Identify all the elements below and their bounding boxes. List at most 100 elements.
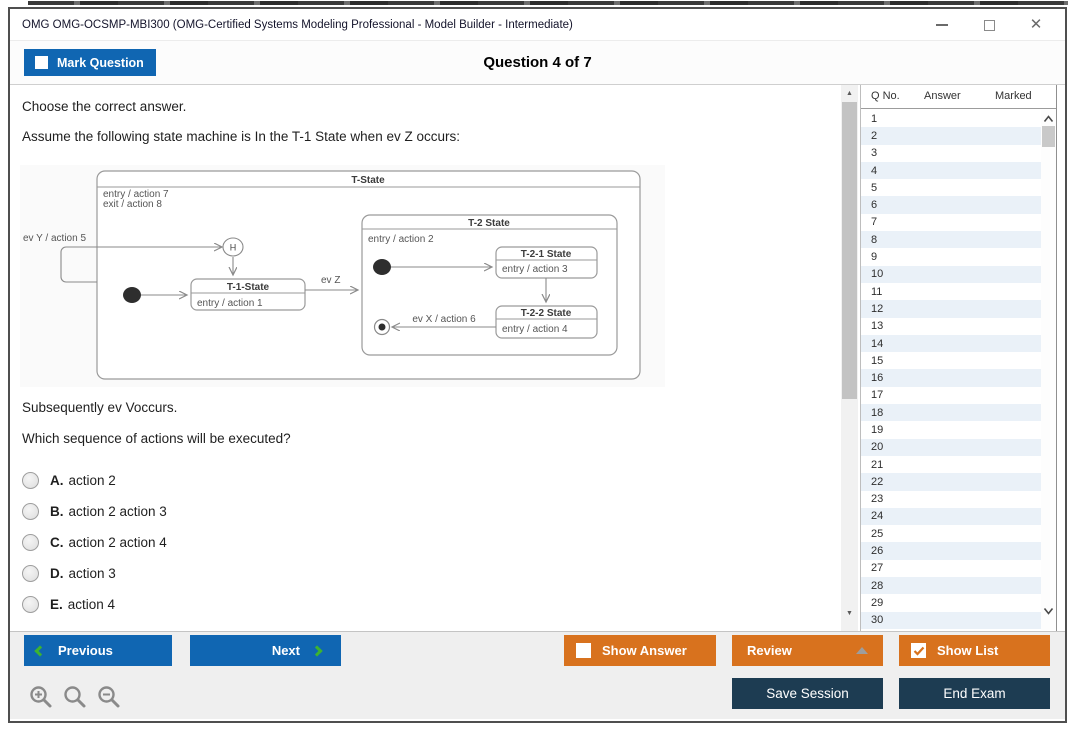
window-controls: ✕ — [935, 9, 1043, 41]
question-counter: Question 4 of 7 — [483, 54, 592, 71]
option-d-text: action 3 — [68, 565, 116, 581]
option-c-radio[interactable] — [22, 533, 39, 551]
history-state — [222, 237, 244, 257]
t2-state-entry: entry / action 2 — [368, 234, 434, 245]
state-machine-svg: T-State entry / action 7 exit / action 8… — [23, 170, 641, 380]
previous-button[interactable]: Previous — [24, 635, 172, 666]
list-scroll-down-icon[interactable] — [1041, 604, 1056, 618]
question-row-1[interactable]: 1 — [871, 112, 878, 125]
t1-state-box — [190, 278, 306, 311]
option-c-letter: C. — [50, 534, 64, 550]
mark-question-checkbox[interactable] — [35, 56, 48, 69]
question-row-21[interactable]: 21 — [871, 458, 884, 471]
question-row-5[interactable]: 5 — [871, 181, 878, 194]
option-b-radio[interactable] — [22, 502, 39, 520]
maximize-icon[interactable] — [982, 18, 996, 32]
ev-y-label: ev Y / action 5 — [23, 233, 86, 244]
option-a-radio[interactable] — [22, 471, 39, 489]
question-row-23[interactable]: 23 — [871, 493, 884, 506]
t21-state-entry: entry / action 3 — [502, 264, 568, 275]
question-row-13[interactable]: 13 — [871, 320, 884, 333]
content-scrollbar[interactable]: ▲ ▼ — [841, 85, 858, 631]
question-row-12[interactable]: 12 — [861, 300, 1041, 318]
next-button[interactable]: Next — [190, 635, 341, 666]
mark-question-button[interactable]: Mark Question — [24, 49, 156, 76]
question-row-8[interactable]: 8 — [861, 231, 1041, 249]
show-answer-button[interactable]: Show Answer — [564, 635, 716, 666]
question-row-27[interactable]: 27 — [871, 562, 884, 575]
next-label: Next — [271, 643, 300, 658]
triangle-up-icon — [856, 647, 868, 654]
followup-text: Subsequently ev Voccurs. — [22, 400, 178, 415]
zoom-in-icon[interactable] — [28, 684, 54, 710]
show-answer-checkbox[interactable] — [576, 643, 591, 658]
show-list-checkbox[interactable] — [911, 643, 926, 658]
question-row-28[interactable]: 28 — [861, 577, 1041, 595]
question-row-9[interactable]: 9 — [871, 251, 878, 264]
question-row-18[interactable]: 18 — [861, 404, 1041, 422]
save-session-button[interactable]: Save Session — [732, 678, 883, 709]
question-row-4[interactable]: 4 — [861, 161, 1041, 180]
check-icon — [913, 646, 924, 656]
minimize-icon[interactable] — [935, 18, 949, 32]
zoom-out-icon[interactable] — [96, 684, 122, 710]
scroll-down-icon[interactable]: ▼ — [846, 610, 853, 617]
question-row-3[interactable]: 3 — [871, 147, 878, 160]
t22-state-box — [495, 305, 598, 339]
option-a[interactable]: A. action 2 — [22, 470, 116, 490]
ev-x-label: ev X / action 6 — [412, 314, 476, 325]
chevron-left-icon — [34, 644, 46, 657]
option-d-radio[interactable] — [22, 564, 39, 582]
show-list-label: Show List — [937, 643, 999, 658]
t-state-title: T-State — [351, 175, 385, 186]
question-row-26[interactable]: 26 — [861, 542, 1041, 560]
close-icon[interactable]: ✕ — [1029, 16, 1043, 33]
col-header-qno: Q No. — [871, 90, 900, 102]
question-row-7[interactable]: 7 — [871, 216, 878, 229]
t2-state-title: T-2 State — [468, 218, 510, 229]
option-e-radio[interactable] — [22, 595, 39, 613]
question-row-24[interactable]: 24 — [861, 507, 1041, 526]
question-row-11[interactable]: 11 — [871, 285, 883, 298]
main-area: Choose the correct answer. Assume the fo… — [10, 85, 1065, 631]
mark-question-label: Mark Question — [57, 55, 144, 70]
question-row-25[interactable]: 25 — [871, 527, 884, 540]
question-row-14[interactable]: 14 — [861, 334, 1041, 353]
question-row-29[interactable]: 29 — [871, 596, 884, 609]
end-exam-button[interactable]: End Exam — [899, 678, 1050, 709]
question-list-scrollbar[interactable] — [1041, 110, 1056, 630]
prompt-text: Which sequence of actions will be execut… — [22, 431, 291, 446]
ev-z-label: ev Z — [321, 275, 340, 286]
app-window: OMG OMG-OCSMP-MBI300 (OMG-Certified Syst… — [8, 7, 1067, 723]
zoom-reset-icon[interactable] — [62, 684, 88, 710]
instruction-text: Choose the correct answer. — [22, 99, 187, 114]
question-row-2[interactable]: 2 — [861, 127, 1041, 145]
content-scrollbar-thumb[interactable] — [842, 102, 857, 399]
question-row-10[interactable]: 10 — [861, 265, 1041, 283]
initial-state-dot — [123, 287, 141, 303]
question-row-16[interactable]: 16 — [861, 369, 1041, 387]
list-scroll-up-icon[interactable] — [1041, 112, 1056, 126]
option-e[interactable]: E. action 4 — [22, 594, 115, 614]
t2-initial-state-dot — [373, 259, 391, 275]
option-b[interactable]: B. action 2 action 3 — [22, 501, 167, 521]
option-c[interactable]: C. action 2 action 4 — [22, 532, 167, 552]
t-state-entry: entry / action 7 — [103, 189, 169, 200]
chevron-right-icon — [311, 644, 323, 657]
show-list-button[interactable]: Show List — [899, 635, 1050, 666]
question-row-17[interactable]: 17 — [871, 389, 884, 402]
option-d[interactable]: D. action 3 — [22, 563, 116, 583]
question-row-22[interactable]: 22 — [861, 473, 1041, 491]
question-row-15[interactable]: 15 — [871, 354, 884, 367]
scroll-up-icon[interactable]: ▲ — [846, 90, 853, 97]
t1-state-title: T-1-State — [227, 282, 270, 293]
question-row-6[interactable]: 6 — [861, 196, 1041, 214]
exam-header: Mark Question Question 4 of 7 — [10, 41, 1065, 85]
question-list-scrollbar-thumb[interactable] — [1042, 126, 1055, 147]
review-button[interactable]: Review — [732, 635, 883, 666]
question-row-30[interactable]: 30 — [861, 611, 1041, 629]
question-row-19[interactable]: 19 — [871, 423, 884, 436]
question-row-20[interactable]: 20 — [861, 438, 1041, 456]
